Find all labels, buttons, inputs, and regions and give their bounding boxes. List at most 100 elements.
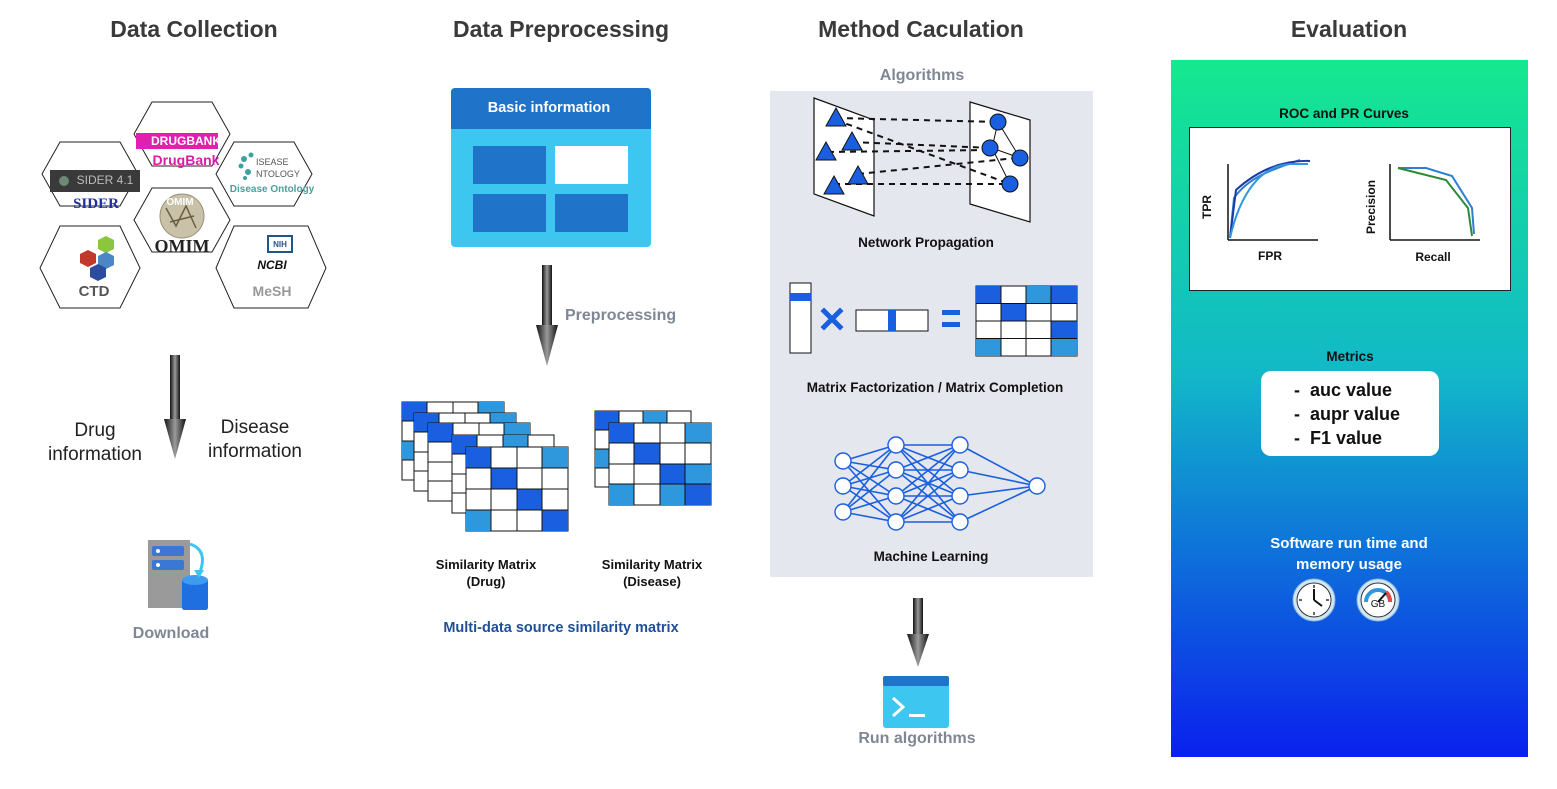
multi-source-label: Multi-data source similarity matrix bbox=[443, 620, 679, 636]
nn-node bbox=[887, 461, 905, 479]
drugbank-label: DrugBank bbox=[152, 152, 220, 168]
curves-box bbox=[1189, 127, 1511, 291]
sider-logo-dot bbox=[59, 176, 69, 186]
basic-information-title: Basic information bbox=[487, 100, 611, 116]
nn-edge bbox=[959, 444, 1038, 487]
roc-pr-curves-label: ROC and PR Curves bbox=[1279, 106, 1409, 121]
nn-edge bbox=[959, 469, 1038, 487]
drug-information-label: Drug information bbox=[48, 420, 142, 465]
fpr-axis-label: FPR bbox=[1258, 249, 1282, 263]
sider-logo-bar bbox=[50, 170, 140, 192]
title-evaluation: Evaluation bbox=[1290, 16, 1408, 42]
metrics-box: - auc value - aupr value - F1 value bbox=[1261, 371, 1439, 456]
sider-logo-text: SIDER 4.1 bbox=[76, 173, 134, 187]
machine-learning-label: Machine Learning bbox=[873, 549, 989, 564]
drug-similarity-matrix-stack bbox=[401, 401, 569, 532]
disease-information-label: Disease information bbox=[208, 417, 302, 462]
method-down-arrow bbox=[907, 598, 929, 667]
drug-similarity-label: Similarity Matrix (Drug) bbox=[435, 557, 537, 589]
nn-node bbox=[951, 436, 969, 454]
basic-information-card: Basic information bbox=[451, 88, 651, 247]
roc-curve-3 bbox=[1229, 163, 1308, 239]
nn-edge bbox=[959, 485, 1038, 523]
precision-axis-label: Precision bbox=[1364, 179, 1378, 235]
pr-curve-2 bbox=[1397, 167, 1473, 237]
algorithms-label: Algorithms bbox=[879, 67, 965, 84]
disease-ontology-label: Disease Ontology bbox=[229, 184, 315, 195]
neural-network-diagram bbox=[834, 436, 1046, 531]
nn-edge bbox=[895, 444, 961, 471]
nn-edge bbox=[895, 469, 961, 523]
ctd-logo bbox=[98, 236, 114, 253]
roc-pr-curves-plot bbox=[1227, 159, 1480, 241]
basic-info-block-3 bbox=[473, 194, 546, 232]
download-label: Download bbox=[132, 625, 210, 642]
omim-label: OMIM bbox=[154, 236, 210, 256]
title-method-calculation: Method Caculation bbox=[818, 16, 1024, 42]
nn-edge bbox=[895, 495, 961, 523]
server-download-icon bbox=[148, 540, 208, 610]
metrics-label: Metrics bbox=[1326, 349, 1374, 364]
disease-matrix-front bbox=[608, 422, 712, 506]
nih-logo bbox=[267, 235, 293, 253]
matrix-factorization-label: Matrix Factorization / Matrix Completion bbox=[806, 380, 1064, 395]
clock-icon bbox=[1292, 578, 1336, 622]
tpr-axis-label: TPR bbox=[1200, 195, 1214, 219]
basic-info-block-2 bbox=[555, 146, 628, 184]
disease-ontology-logo-text-1: ISEASE bbox=[256, 157, 289, 167]
memory-gauge-icon bbox=[1356, 578, 1400, 622]
nn-node bbox=[951, 513, 969, 531]
drugbank-logo-bar bbox=[136, 133, 218, 149]
nn-edge bbox=[959, 485, 1038, 497]
completed-matrix bbox=[975, 285, 1078, 357]
roc-curve-2 bbox=[1229, 159, 1311, 239]
basic-info-block-1 bbox=[473, 146, 546, 184]
basic-info-block-4 bbox=[555, 194, 628, 232]
runtime-memory-label: Software run time and memory usage bbox=[1270, 535, 1428, 573]
run-algorithms-label: Run algorithms bbox=[858, 730, 976, 747]
title-data-preprocessing: Data Preprocessing bbox=[452, 16, 670, 42]
omim-logo-image bbox=[159, 193, 205, 239]
mesh-label: MeSH bbox=[252, 283, 292, 299]
nn-edge bbox=[842, 495, 897, 513]
terminal-icon bbox=[883, 676, 949, 728]
preprocessing-down-arrow bbox=[536, 265, 558, 366]
title-data-collection: Data Collection bbox=[110, 16, 278, 42]
nn-edge bbox=[895, 444, 961, 523]
basic-information-header bbox=[451, 88, 651, 129]
matrix-factorization-diagram bbox=[789, 282, 1078, 357]
roc-curve-1 bbox=[1229, 159, 1301, 239]
nn-edge bbox=[842, 444, 897, 487]
recall-axis-label: Recall bbox=[1415, 250, 1451, 264]
nn-edge bbox=[842, 469, 897, 513]
nn-node bbox=[834, 503, 852, 521]
omim-logo-text: OMIM bbox=[166, 197, 194, 208]
network-propagation-diagram bbox=[813, 97, 1031, 223]
nn-edge bbox=[842, 511, 897, 523]
database-hexagon-cluster bbox=[39, 101, 327, 309]
nn-node bbox=[834, 452, 852, 470]
nn-node bbox=[887, 513, 905, 531]
nn-node bbox=[887, 436, 905, 454]
sider-label: SIDER bbox=[73, 196, 119, 212]
nn-edge bbox=[895, 444, 961, 497]
disease-ontology-logo-text-2: NTOLOGY bbox=[256, 169, 300, 179]
memory-gauge-unit: GB bbox=[1370, 599, 1386, 610]
metric-auc: - auc value bbox=[1294, 380, 1393, 400]
hexagon-ctd bbox=[39, 225, 141, 309]
hexagon-disease-ontology bbox=[215, 141, 313, 207]
nn-node bbox=[951, 461, 969, 479]
nn-node bbox=[951, 487, 969, 505]
network-propagation-label: Network Propagation bbox=[858, 235, 994, 250]
disease-similarity-matrix-stack bbox=[594, 410, 712, 506]
nn-node bbox=[1028, 477, 1046, 495]
drug-matrix-front bbox=[465, 446, 569, 532]
ncbi-label: NCBI bbox=[257, 258, 287, 272]
disease-similarity-label: Similarity Matrix (Disease) bbox=[601, 557, 703, 589]
metric-aupr: - aupr value bbox=[1294, 404, 1401, 424]
pr-curve-1 bbox=[1398, 167, 1475, 235]
collection-down-arrow bbox=[164, 355, 186, 459]
preprocessing-label: Preprocessing bbox=[565, 307, 677, 324]
nih-logo-text: NIH bbox=[273, 240, 287, 249]
nn-node bbox=[834, 477, 852, 495]
